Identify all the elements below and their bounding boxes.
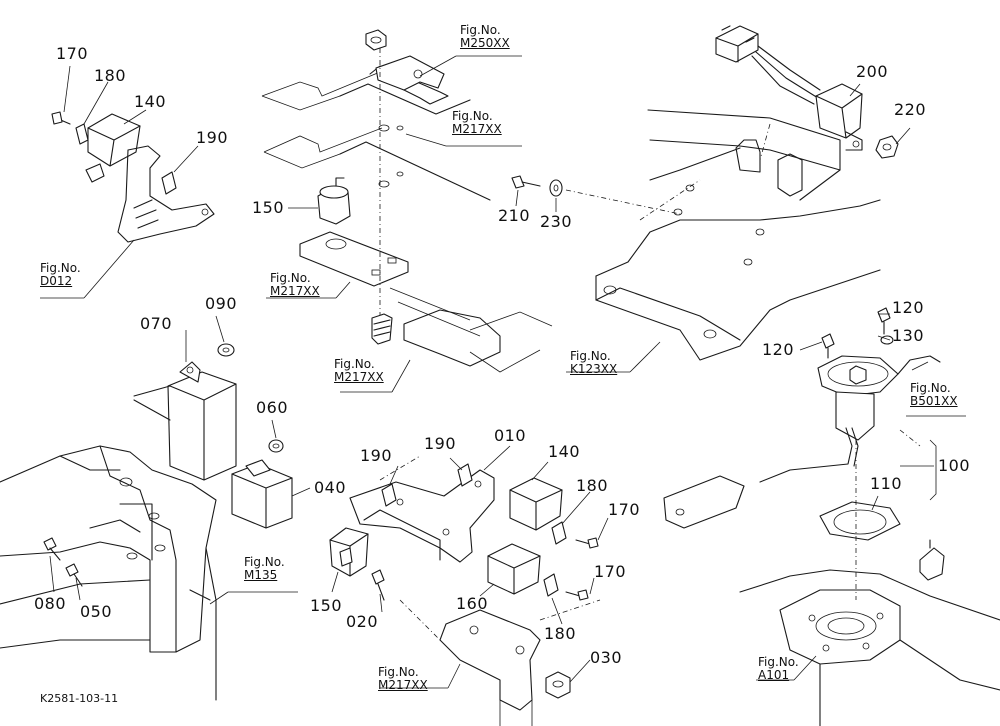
fig-ref-a101[interactable]: Fig.No. A101 xyxy=(758,655,799,683)
fig-ref-m217-d[interactable]: Fig.No. M217XX xyxy=(378,665,428,693)
fig-ref-label: Fig.No. xyxy=(460,23,501,37)
part-number-label: 190 xyxy=(196,128,229,147)
fig-ref-m135[interactable]: Fig.No. M135 xyxy=(244,555,285,583)
fig-ref-code: M217XX xyxy=(452,122,502,137)
part-number-label: 170 xyxy=(56,44,89,63)
fuel-sender-assembly xyxy=(663,307,1000,726)
part-number-label: 120 xyxy=(762,340,795,359)
fig-ref-code: K123XX xyxy=(570,362,618,377)
part-number-label: 200 xyxy=(856,62,889,81)
fig-ref-label: Fig.No. xyxy=(378,665,419,679)
fig-ref-d012[interactable]: Fig.No. D012 xyxy=(40,261,81,289)
part-number-label: 230 xyxy=(540,212,573,231)
part-number-label: 150 xyxy=(252,198,285,217)
part-number-label: 050 xyxy=(80,602,113,621)
fig-ref-label: Fig.No. xyxy=(334,357,375,371)
fig-ref-k123[interactable]: Fig.No. K123XX xyxy=(570,349,618,377)
part-number-label: 160 xyxy=(456,594,489,613)
fig-ref-label: Fig.No. xyxy=(452,109,493,123)
part-number-label: 020 xyxy=(346,612,379,631)
fig-ref-label: Fig.No. xyxy=(570,349,611,363)
part-number-label: 170 xyxy=(594,562,627,581)
fig-ref-code: M135 xyxy=(244,568,278,583)
fig-ref-label: Fig.No. xyxy=(270,271,311,285)
fig-ref-label: Fig.No. xyxy=(244,555,285,569)
part-number-label: 010 xyxy=(494,426,527,445)
fig-ref-code: M217XX xyxy=(334,370,384,385)
part-number-label: 070 xyxy=(140,314,173,333)
fig-ref-code: D012 xyxy=(40,274,73,289)
fig-ref-label: Fig.No. xyxy=(758,655,799,669)
part-number-label: 190 xyxy=(424,434,457,453)
part-number-label: 140 xyxy=(548,442,581,461)
fig-ref-label: Fig.No. xyxy=(40,261,81,275)
fig-ref-m217-b[interactable]: Fig.No. M217XX xyxy=(270,271,320,299)
part-number-label: 120 xyxy=(892,298,925,317)
relay-bracket-assembly xyxy=(329,445,609,726)
part-number-label: 180 xyxy=(576,476,609,495)
part-number-label: 040 xyxy=(314,478,347,497)
part-number-label: 210 xyxy=(498,206,531,225)
part-number-label: 080 xyxy=(34,594,67,613)
fig-ref-code: B501XX xyxy=(910,394,958,409)
part-number-label: 180 xyxy=(544,624,577,643)
part-number-label: 130 xyxy=(892,326,925,345)
part-number-label: 180 xyxy=(94,66,127,85)
diagram-id: K2581-103-11 xyxy=(40,692,119,705)
part-number-label: 190 xyxy=(360,446,393,465)
part-number-label: 090 xyxy=(205,294,238,313)
part-number-label: 150 xyxy=(310,596,343,615)
part-number-label: 220 xyxy=(894,100,927,119)
part-number-label: 060 xyxy=(256,398,289,417)
part-number-label: 030 xyxy=(590,648,623,667)
module-assembly-left xyxy=(0,315,311,701)
fig-ref-m217-c[interactable]: Fig.No. M217XX xyxy=(334,357,384,385)
sender-bracket-assembly xyxy=(511,25,911,373)
fig-ref-code: M217XX xyxy=(378,678,428,693)
fig-ref-code: M250XX xyxy=(460,36,510,51)
part-number-label: 100 xyxy=(938,456,971,475)
switch-plate-assembly xyxy=(261,29,553,393)
part-number-label: 140 xyxy=(134,92,167,111)
part-number-label: 110 xyxy=(870,474,903,493)
fig-ref-code: M217XX xyxy=(270,284,320,299)
relay-assembly-top-left xyxy=(40,65,215,299)
fig-ref-code: A101 xyxy=(758,668,790,683)
part-number-label: 170 xyxy=(608,500,641,519)
fig-ref-m217-a[interactable]: Fig.No. M217XX xyxy=(452,109,502,137)
fig-ref-m250[interactable]: Fig.No. M250XX xyxy=(460,23,510,51)
fig-ref-label: Fig.No. xyxy=(910,381,951,395)
fig-ref-b501[interactable]: Fig.No. B501XX xyxy=(910,381,958,409)
